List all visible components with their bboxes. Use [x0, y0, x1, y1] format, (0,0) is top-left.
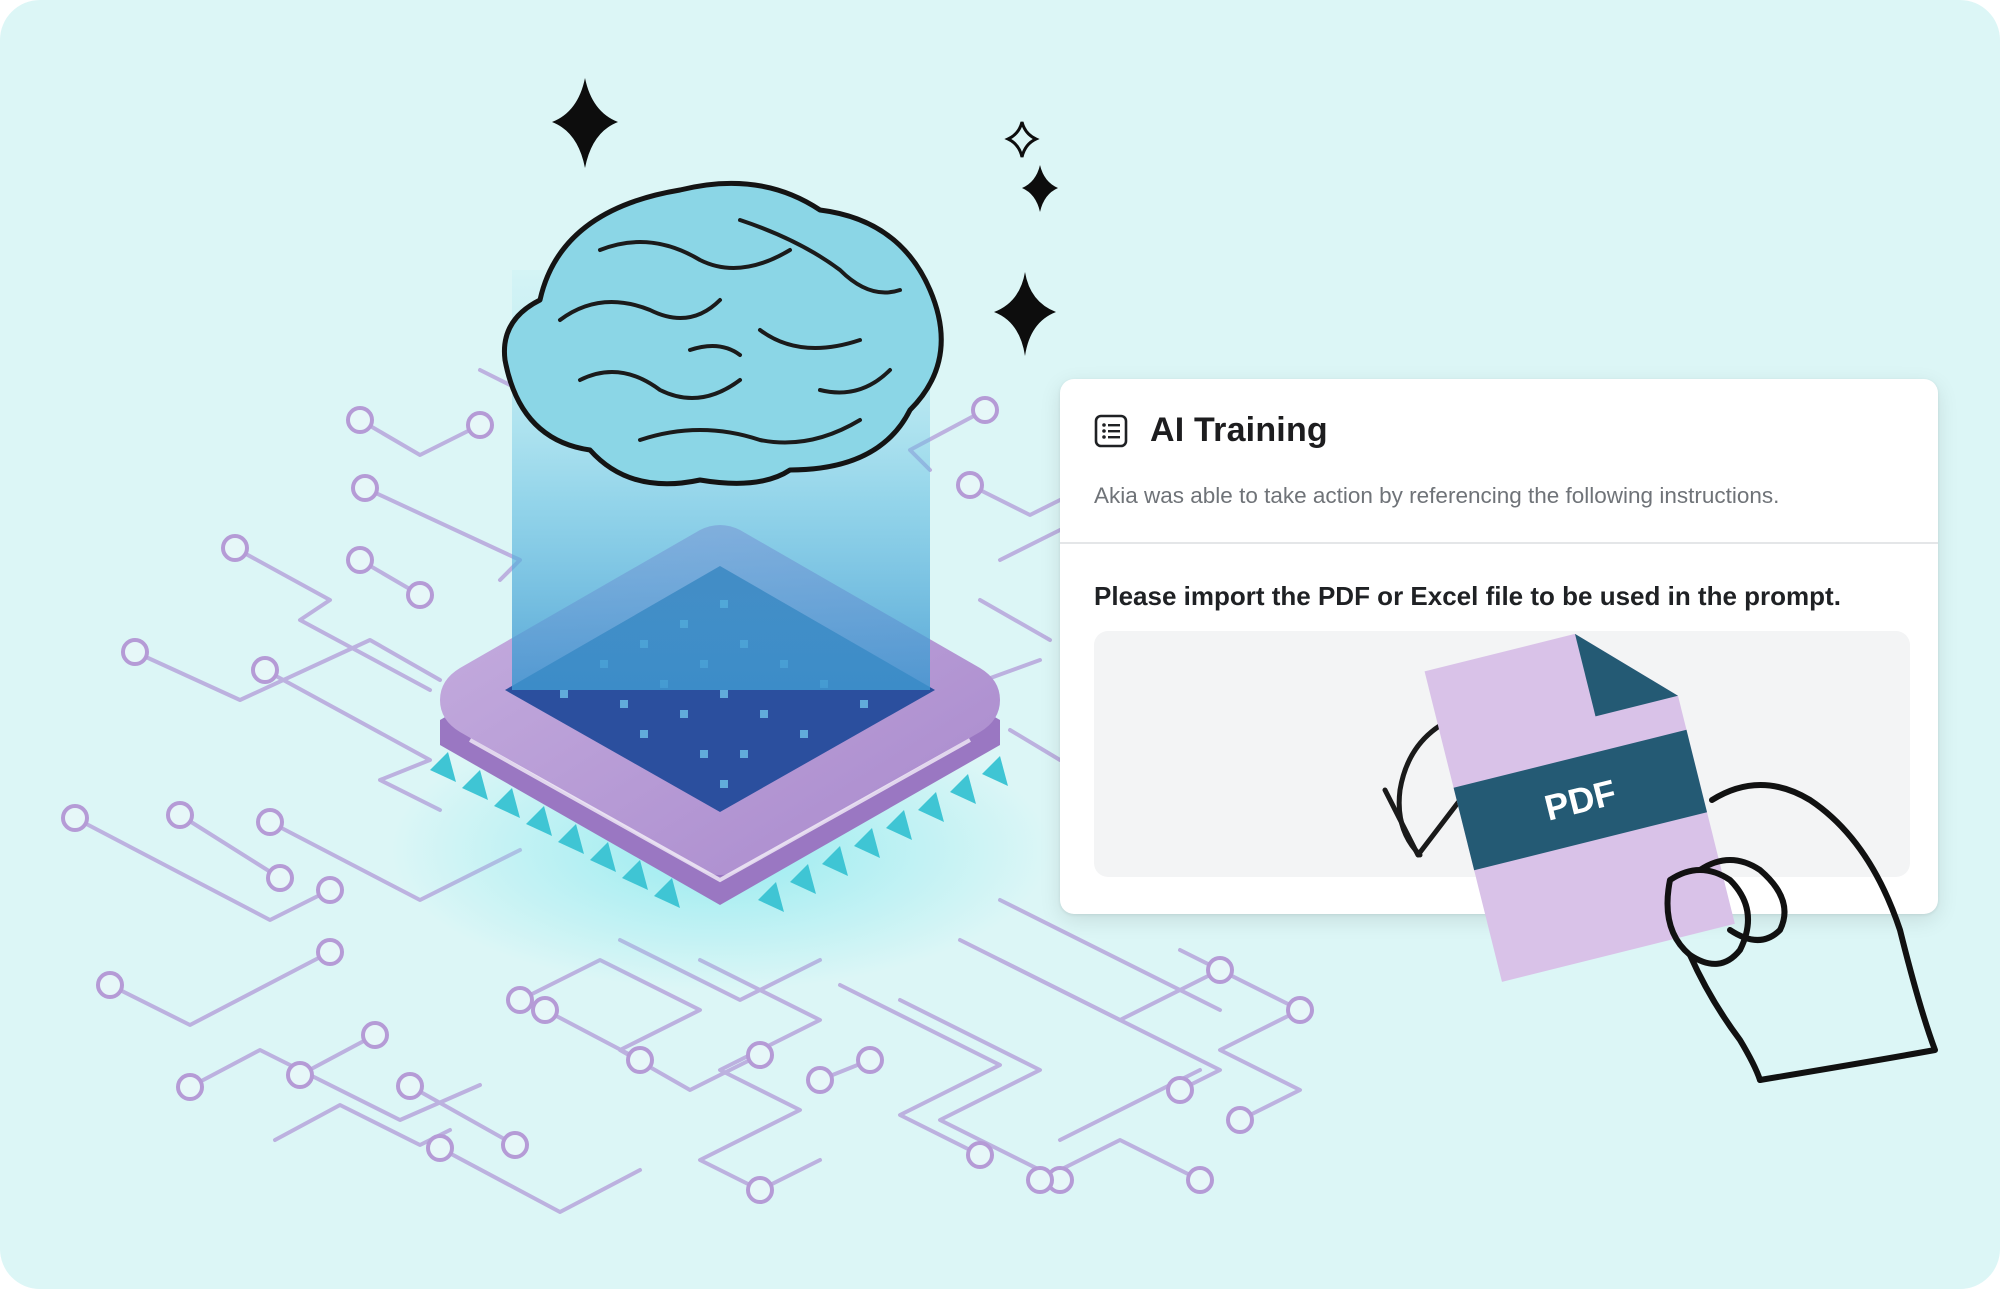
divider [1060, 542, 1938, 544]
file-upload-icon [1485, 729, 1513, 765]
sparkle-icon [552, 78, 1058, 356]
circuit-nodes [61, 396, 1314, 1204]
card-description: Akia was able to take action by referenc… [1094, 483, 1780, 508]
sparkle-outline-icon [1004, 121, 1040, 158]
import-prompt: Please import the PDF or Excel file to b… [1094, 581, 1841, 611]
ai-training-card: AI Training Akia was able to take action… [1060, 379, 1938, 914]
brain-icon [501, 180, 944, 487]
list-icon [1094, 414, 1128, 447]
card-header: AI Training [1094, 411, 1904, 450]
file-dropzone[interactable] [1094, 631, 1910, 877]
chip-pins [430, 752, 1008, 912]
card-title: AI Training [1150, 411, 1328, 449]
circuit-traces [73, 368, 1302, 1214]
